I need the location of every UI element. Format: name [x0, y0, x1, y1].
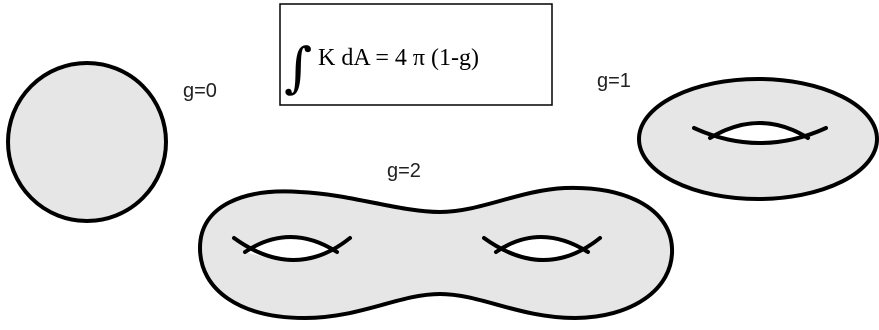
- sphere-genus-label: g=0: [183, 80, 217, 102]
- formula-expression: K dA = 4 π (1-g): [318, 45, 479, 71]
- right-hole-upper-curve: [482, 236, 602, 262]
- gauss-bonnet-formula: ∫ K dA = 4 π (1-g): [279, 3, 553, 106]
- right-hole: [494, 239, 586, 258]
- sphere-surface: [6, 61, 168, 223]
- double-torus-genus-label: g=2: [387, 160, 421, 182]
- torus-hole-lower-curve: [708, 121, 810, 140]
- torus-hole-upper-curve: [692, 126, 828, 145]
- torus-genus-label: g=1: [597, 70, 631, 92]
- integral-symbol: ∫: [284, 36, 312, 99]
- right-hole-lower-curve: [494, 235, 590, 254]
- double-torus-surface: [198, 185, 675, 320]
- left-hole-lower-curve: [243, 235, 339, 254]
- left-hole-upper-curve: [232, 236, 352, 262]
- formula-box: [279, 3, 553, 106]
- double-torus-outline: [198, 185, 675, 320]
- torus-surface: [637, 77, 879, 201]
- sphere-outline: [6, 61, 168, 223]
